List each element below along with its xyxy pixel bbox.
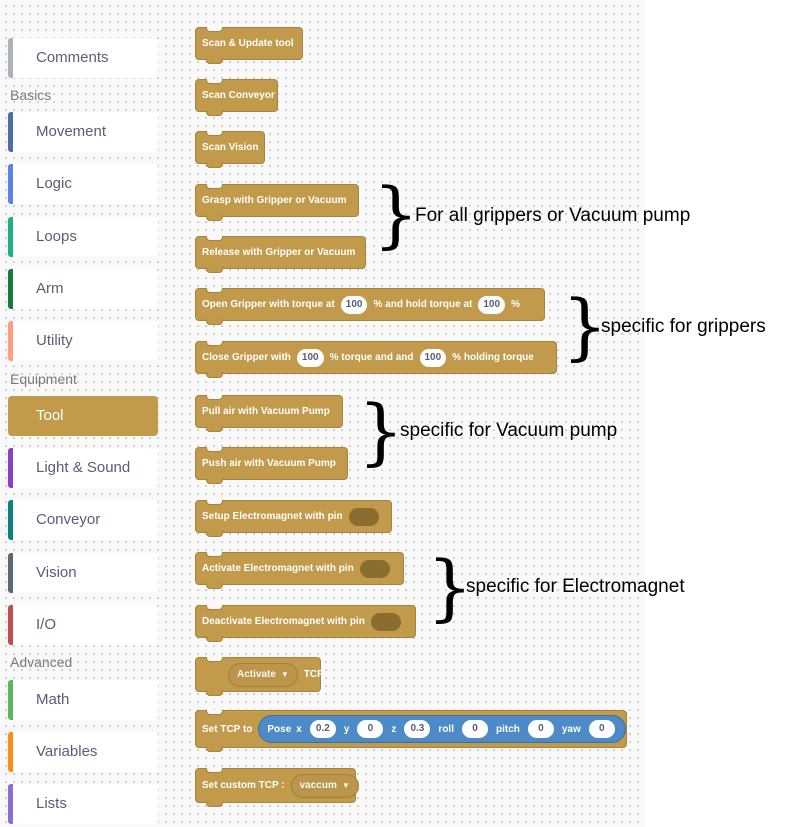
pin-dropdown[interactable] (348, 507, 379, 526)
block-label: Set TCP to (202, 723, 253, 735)
torque-input[interactable]: 100 (296, 348, 324, 367)
pull-air-block[interactable]: Pull air with Vacuum Pump (195, 395, 343, 432)
yaw-input[interactable]: 0 (588, 720, 615, 738)
block-label: Scan Conveyor (202, 90, 275, 101)
chevron-down-icon: ▼ (341, 781, 350, 790)
block-label: Deactivate Electromagnet with pin (202, 616, 365, 627)
dropdown-value: Activate (237, 669, 276, 680)
annotation-grippers: specific for grippers (601, 316, 766, 337)
section-equipment: Equipment (10, 371, 77, 387)
roll-input[interactable]: 0 (461, 720, 488, 738)
category-light-sound[interactable]: Light & Sound (8, 448, 158, 488)
annotation-electromagnet: specific for Electromagnet (466, 576, 685, 597)
release-block[interactable]: Release with Gripper or Vacuum (195, 236, 366, 273)
toolbox: Comments Basics Movement Logic Loops Arm… (0, 0, 170, 827)
category-vision[interactable]: Vision (8, 553, 158, 593)
chevron-down-icon: ▼ (280, 670, 289, 679)
category-arm[interactable]: Arm (8, 269, 158, 309)
category-comments[interactable]: Comments (8, 38, 158, 78)
category-movement[interactable]: Movement (8, 112, 158, 152)
pitch-input[interactable]: 0 (527, 720, 554, 738)
block-label: Scan & Update tool (202, 38, 294, 49)
x-input[interactable]: 0.2 (309, 720, 336, 738)
block-label: Activate Electromagnet with pin (202, 563, 354, 574)
block-label: Close Gripper with (202, 352, 291, 363)
activate-electromagnet-block[interactable]: Activate Electromagnet with pin (195, 552, 404, 589)
scan-conveyor-block[interactable]: Scan Conveyor (195, 79, 278, 116)
brace-icon: } (427, 545, 473, 629)
block-label: % torque and and (329, 352, 414, 363)
close-gripper-block[interactable]: Close Gripper with 100 % torque and and … (195, 341, 557, 378)
set-tcp-block[interactable]: Set TCP to Pose x 0.2 y 0 z 0.3 roll 0 p… (195, 710, 627, 752)
custom-tcp-dropdown[interactable]: vaccum ▼ (290, 773, 359, 798)
category-lists[interactable]: Lists (8, 784, 158, 824)
roll-label: roll (438, 723, 454, 735)
block-label: % (511, 299, 520, 310)
category-logic[interactable]: Logic (8, 164, 158, 204)
category-math[interactable]: Math (8, 680, 158, 720)
scan-vision-block[interactable]: Scan Vision (195, 131, 265, 168)
category-io[interactable]: I/O (8, 605, 158, 645)
hold-torque-input[interactable]: 100 (478, 295, 506, 314)
block-label: Set custom TCP : (202, 780, 285, 791)
brace-icon: } (562, 284, 608, 368)
yaw-label: yaw (561, 723, 581, 735)
setup-electromagnet-block[interactable]: Setup Electromagnet with pin (195, 500, 392, 537)
block-label: % and hold torque at (373, 299, 473, 310)
z-label: z (391, 723, 397, 735)
block-label: TCP (303, 669, 324, 680)
y-input[interactable]: 0 (357, 720, 384, 738)
annotation-vacuum: specific for Vacuum pump (400, 420, 618, 441)
block-label: Open Gripper with torque at (202, 299, 335, 310)
set-custom-tcp-block[interactable]: Set custom TCP : vaccum ▼ (195, 768, 359, 807)
section-advanced: Advanced (10, 654, 73, 670)
block-label: Pull air with Vacuum Pump (202, 406, 330, 417)
x-label: x (296, 723, 302, 735)
tcp-mode-dropdown[interactable]: Activate ▼ (228, 662, 298, 687)
z-input[interactable]: 0.3 (404, 720, 431, 738)
torque-input[interactable]: 100 (340, 295, 368, 314)
category-tool[interactable]: Tool (8, 396, 158, 436)
brace-icon: } (358, 389, 404, 473)
pitch-label: pitch (495, 723, 520, 735)
push-air-block[interactable]: Push air with Vacuum Pump (195, 447, 348, 484)
block-label: Grasp with Gripper or Vacuum (202, 195, 347, 206)
scan-update-tool-block[interactable]: Scan & Update tool (195, 27, 303, 64)
category-utility[interactable]: Utility (8, 321, 158, 361)
pin-dropdown[interactable] (359, 559, 390, 578)
hold-torque-input[interactable]: 100 (419, 348, 447, 367)
block-label: Scan Vision (202, 142, 259, 153)
block-label: Release with Gripper or Vacuum (202, 247, 356, 258)
activate-tcp-block[interactable]: Activate ▼ TCP (195, 657, 324, 696)
category-variables[interactable]: Variables (8, 732, 158, 772)
category-loops[interactable]: Loops (8, 217, 158, 257)
block-label: % holding torque (452, 352, 534, 363)
pose-label: Pose (267, 723, 292, 735)
pose-block[interactable]: Pose x 0.2 y 0 z 0.3 roll 0 pitch 0 yaw … (258, 715, 626, 743)
deactivate-electromagnet-block[interactable]: Deactivate Electromagnet with pin (195, 605, 416, 642)
pin-dropdown[interactable] (370, 612, 401, 631)
y-label: y (343, 723, 350, 735)
dropdown-value: vaccum (299, 780, 337, 791)
category-conveyor[interactable]: Conveyor (8, 500, 158, 540)
brace-icon: } (373, 172, 419, 256)
open-gripper-block[interactable]: Open Gripper with torque at 100 % and ho… (195, 288, 545, 325)
block-label: Push air with Vacuum Pump (202, 458, 336, 469)
annotation-all-grippers: For all grippers or Vacuum pump (415, 205, 691, 226)
section-basics: Basics (10, 87, 52, 103)
grasp-block[interactable]: Grasp with Gripper or Vacuum (195, 184, 359, 221)
block-label: Setup Electromagnet with pin (202, 511, 343, 522)
